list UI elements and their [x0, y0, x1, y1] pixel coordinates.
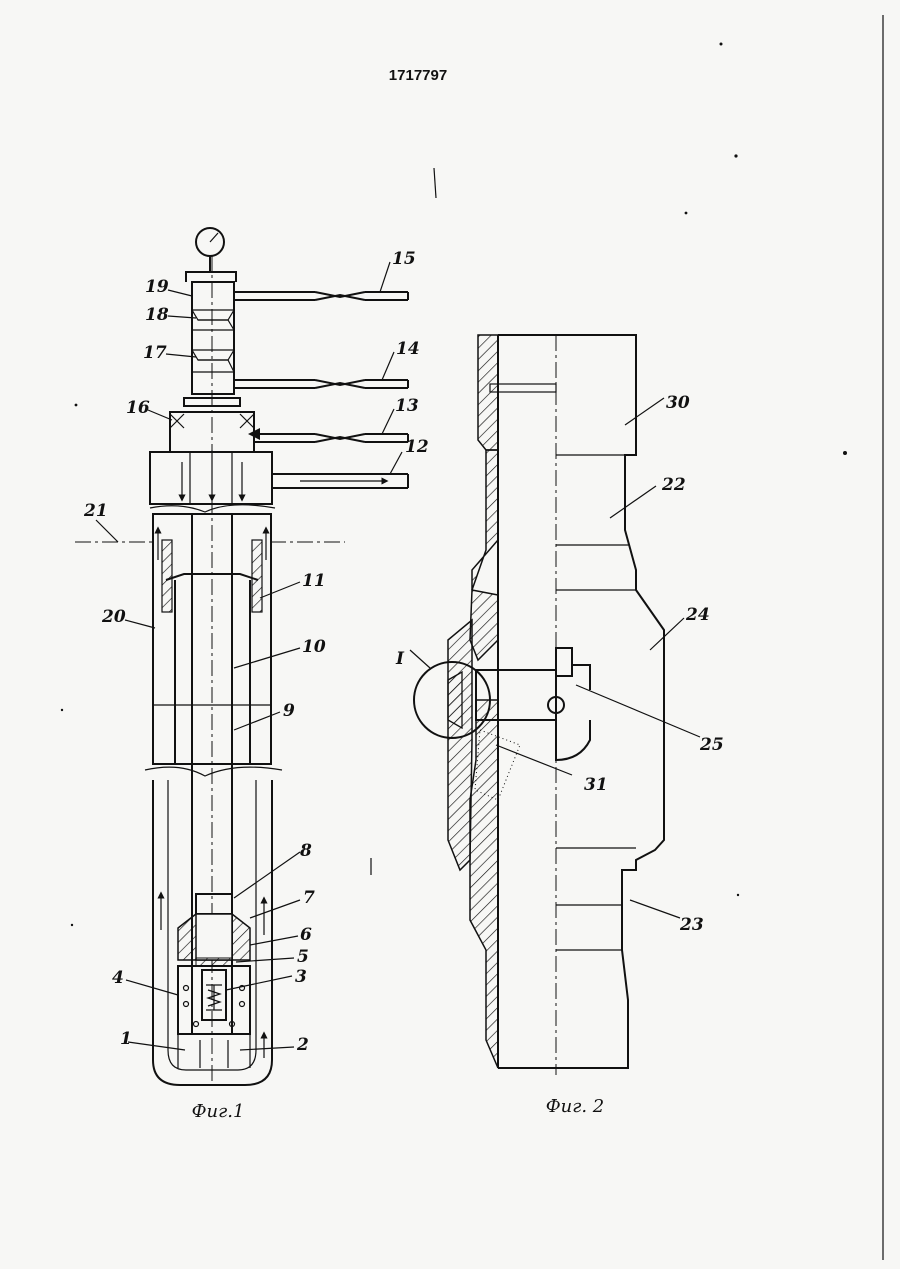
label-4: 4: [112, 968, 124, 988]
label-31: 31: [584, 775, 608, 795]
label-14: 14: [396, 339, 420, 359]
label-20: 20: [101, 607, 126, 627]
label-10: 10: [302, 637, 326, 657]
label-19: 19: [145, 277, 169, 297]
label-9: 9: [283, 701, 295, 721]
label-6: 6: [300, 925, 312, 945]
figure-2: 30 22 24 25 31 23 I Фиг. 2: [395, 335, 724, 1117]
label-25: 25: [699, 735, 724, 755]
pipe-13: [254, 434, 408, 442]
label-1: 1: [120, 1029, 132, 1049]
label-30: 30: [666, 393, 690, 413]
label-I: I: [395, 649, 405, 669]
figure-2-caption: Фиг. 2: [546, 1096, 605, 1117]
label-21: 21: [83, 501, 108, 521]
label-15: 15: [392, 249, 416, 269]
label-8: 8: [299, 841, 312, 861]
label-13: 13: [395, 396, 419, 416]
label-17: 17: [143, 343, 167, 363]
label-18: 18: [145, 305, 169, 325]
label-12: 12: [405, 437, 429, 457]
label-7: 7: [303, 888, 315, 908]
label-11: 11: [302, 571, 326, 591]
label-2: 2: [296, 1035, 309, 1055]
figure-1-caption: Фиг.1: [192, 1101, 245, 1122]
patent-number: 1717797: [389, 67, 447, 84]
label-16: 16: [126, 398, 150, 418]
label-24: 24: [685, 605, 710, 625]
pipe-12: [272, 474, 408, 488]
label-3: 3: [295, 967, 307, 987]
label-23: 23: [679, 915, 704, 935]
label-22: 22: [661, 475, 686, 495]
figure-1: 1 2 3 4 5 6 7 8 9 10 11 12 13 14 15 16 1…: [75, 228, 429, 1122]
pipe-15: [234, 292, 408, 300]
pipe-14: [234, 380, 408, 388]
label-5: 5: [297, 947, 309, 967]
